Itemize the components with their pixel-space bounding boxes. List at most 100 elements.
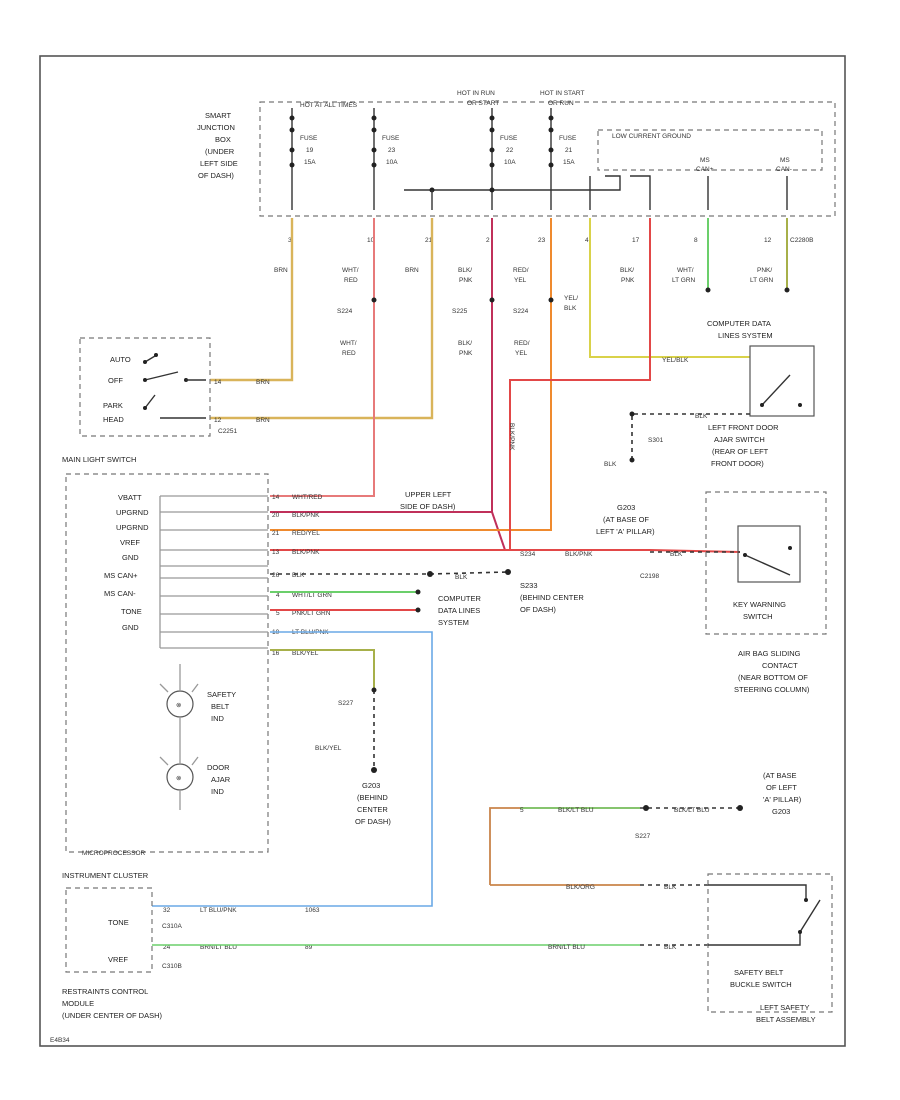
svg-text:BOX: BOX (215, 135, 231, 144)
ground-g203-center: G203 (BEHIND CENTER OF DASH) (355, 781, 391, 826)
svg-text:BLK: BLK (695, 413, 708, 420)
connector-c310a: C310A (162, 923, 183, 930)
svg-text:5: 5 (520, 807, 524, 814)
yel-blk-label: YEL/BLK (662, 357, 689, 364)
svg-text:23: 23 (538, 237, 546, 244)
svg-text:BLK/PNK: BLK/PNK (508, 423, 515, 451)
microprocessor-label: MICROPROCESSOR (82, 850, 146, 857)
door-ajar-switch[interactable] (749, 345, 815, 417)
splice-s227: S227 (338, 700, 354, 707)
instrument-cluster-box (65, 473, 269, 853)
headlamp-switch[interactable] (79, 337, 211, 437)
wire-blk-yel (270, 649, 375, 690)
svg-text:LT BLU/PNK: LT BLU/PNK (200, 907, 237, 914)
svg-text:BLK/LT BLU: BLK/LT BLU (558, 807, 594, 814)
svg-text:S224: S224 (337, 308, 353, 315)
svg-text:4: 4 (585, 237, 589, 244)
svg-text:RED: RED (342, 350, 356, 357)
svg-text:PNK: PNK (459, 277, 473, 284)
svg-text:HEAD: HEAD (103, 415, 124, 424)
internal-bus (404, 175, 621, 191)
svg-text:12: 12 (214, 417, 222, 424)
svg-text:OF DASH): OF DASH) (355, 817, 391, 826)
svg-text:AJAR: AJAR (211, 775, 231, 784)
svg-text:2: 2 (486, 237, 490, 244)
svg-text:LT GRN: LT GRN (672, 277, 696, 284)
svg-text:WHT/: WHT/ (342, 267, 359, 274)
svg-text:OF DASH): OF DASH) (198, 171, 234, 180)
svg-text:STEERING COLUMN): STEERING COLUMN) (734, 685, 810, 694)
svg-text:DOOR: DOOR (207, 763, 230, 772)
connector-c310b: C310B (162, 963, 182, 970)
airbag-sliding-contact-label: AIR BAG SLIDING CONTACT (NEAR BOTTOM OF … (734, 649, 810, 694)
svg-text:WHT/RED: WHT/RED (292, 494, 323, 501)
restraints-control-module (65, 887, 153, 973)
door-ajar-indicator: ⊗ DOOR AJAR IND (159, 756, 231, 796)
svg-text:(UNDER CENTER OF DASH): (UNDER CENTER OF DASH) (62, 1011, 163, 1020)
svg-text:C2280B: C2280B (790, 237, 814, 244)
svg-text:UPGRND: UPGRND (116, 523, 149, 532)
wire-blk-pnk-red (270, 218, 651, 551)
svg-text:VREF: VREF (120, 538, 140, 547)
svg-text:21: 21 (565, 147, 573, 154)
svg-text:SWITCH: SWITCH (743, 612, 773, 621)
svg-text:BLK/: BLK/ (458, 267, 472, 274)
svg-text:LEFT FRONT DOOR: LEFT FRONT DOOR (708, 423, 779, 432)
svg-text:(AT BASE OF: (AT BASE OF (603, 515, 649, 524)
door-ajar-label: LEFT FRONT DOOR AJAR SWITCH (REAR OF LEF… (708, 423, 779, 468)
svg-text:BRN: BRN (274, 267, 288, 274)
svg-text:FRONT DOOR): FRONT DOOR) (711, 459, 764, 468)
splice-s301: S301 (648, 437, 664, 444)
svg-text:(BEHIND: (BEHIND (357, 793, 388, 802)
svg-text:COMPUTER: COMPUTER (438, 594, 482, 603)
svg-text:'A' PILLAR): 'A' PILLAR) (763, 795, 802, 804)
svg-text:MS CAN+: MS CAN+ (104, 571, 138, 580)
svg-text:BLK/YEL: BLK/YEL (315, 745, 342, 752)
svg-text:(BEHIND CENTER: (BEHIND CENTER (520, 593, 584, 602)
wire-brn-headlamp (210, 218, 294, 382)
svg-text:4: 4 (276, 592, 280, 599)
wire-gnd-blk (270, 571, 509, 575)
svg-text:12: 12 (764, 237, 772, 244)
svg-text:⊗: ⊗ (176, 702, 182, 709)
splice-s227-belt: S227 (635, 833, 651, 840)
svg-text:G203: G203 (772, 807, 790, 816)
svg-text:FUSE: FUSE (500, 135, 518, 142)
diagram-frame (39, 55, 846, 1047)
svg-text:22: 22 (506, 147, 514, 154)
svg-text:UPGRND: UPGRND (116, 508, 149, 517)
svg-text:VBATT: VBATT (118, 493, 142, 502)
svg-text:G203: G203 (617, 503, 635, 512)
svg-text:BELT ASSEMBLY: BELT ASSEMBLY (756, 1015, 816, 1024)
svg-text:20: 20 (272, 512, 280, 519)
svg-text:BELT: BELT (211, 702, 230, 711)
svg-text:BLK: BLK (455, 574, 468, 581)
svg-text:10: 10 (367, 237, 375, 244)
svg-text:G203: G203 (362, 781, 380, 790)
upper-left-label: UPPER LEFT SIDE OF DASH) (400, 490, 456, 511)
ground-g203-belt: (AT BASE OF LEFT 'A' PILLAR) G203 (763, 771, 802, 816)
computer-data-lines-label: COMPUTER DATA (707, 319, 771, 328)
svg-text:AIR BAG SLIDING: AIR BAG SLIDING (738, 649, 801, 658)
wire-wht-red (270, 218, 375, 497)
svg-text:SAFETY: SAFETY (207, 690, 236, 699)
svg-text:BRN/LT BLU: BRN/LT BLU (548, 944, 585, 951)
jb-pin-row: 3 10 21 2 23 4 17 8 12 C2280B (288, 237, 814, 244)
belt-buckle-switch[interactable] (708, 884, 821, 946)
wire-blk-org (489, 807, 640, 885)
svg-text:BLK/YEL: BLK/YEL (292, 650, 319, 657)
svg-text:24: 24 (163, 944, 171, 951)
splice-s233-label: S233 (BEHIND CENTER OF DASH) (520, 581, 584, 614)
svg-text:BRN: BRN (256, 379, 270, 386)
svg-text:RED/YEL: RED/YEL (292, 530, 320, 537)
wire-yel-blk (589, 218, 750, 358)
svg-text:BLK: BLK (664, 944, 677, 951)
left-safety-belt-assembly (707, 873, 833, 1013)
key-warning-switch[interactable] (737, 525, 801, 583)
svg-text:PARK: PARK (103, 401, 123, 410)
svg-text:RESTRAINTS CONTROL: RESTRAINTS CONTROL (62, 987, 148, 996)
svg-text:BLK/ORG: BLK/ORG (566, 884, 595, 891)
svg-text:89: 89 (305, 944, 313, 951)
svg-text:10A: 10A (504, 159, 516, 166)
